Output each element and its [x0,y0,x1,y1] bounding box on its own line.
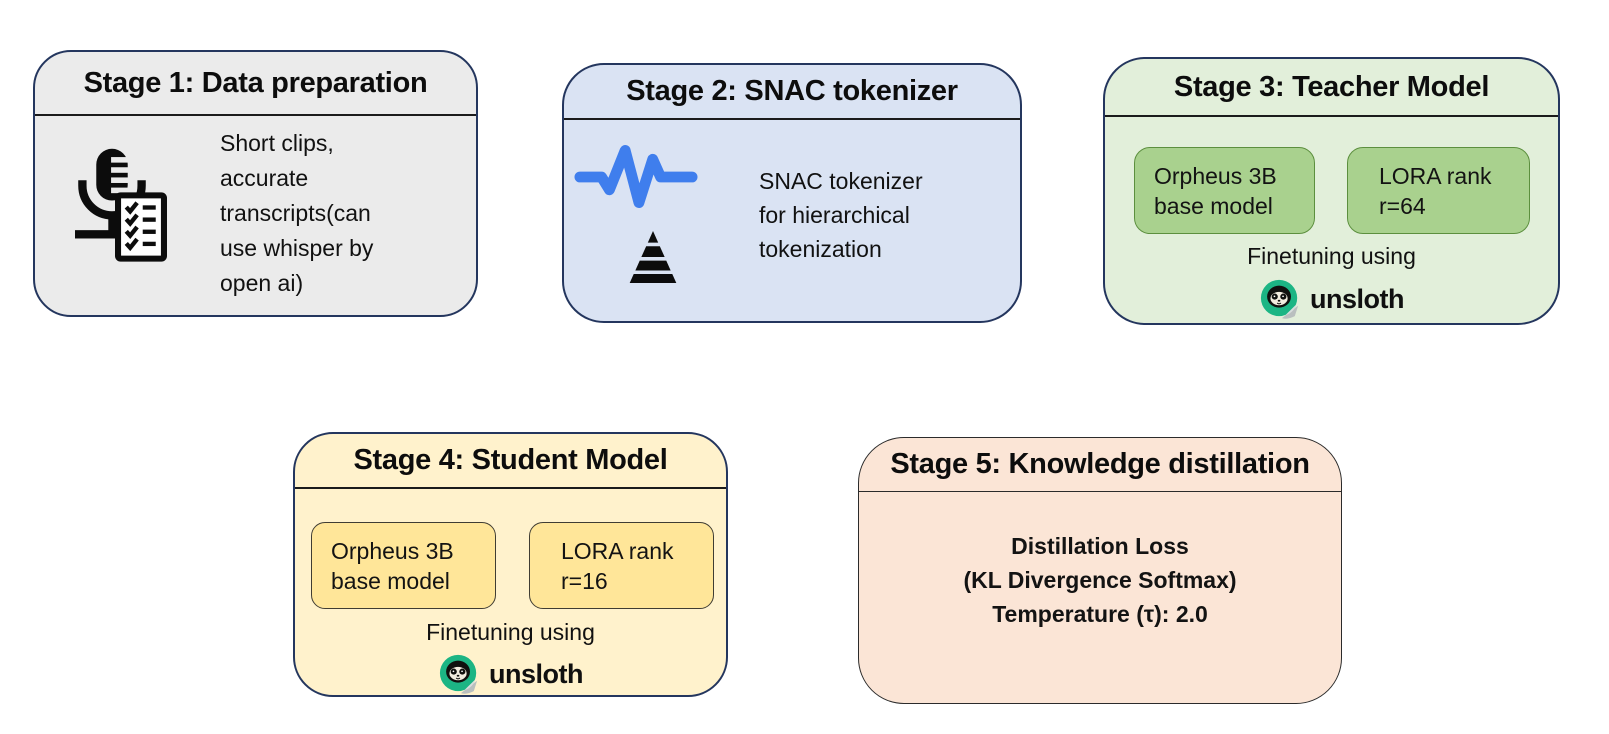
stage3-base-model-chip: Orpheus 3B base model [1134,147,1315,234]
stage1-title: Stage 1: Data preparation [83,66,428,99]
stage2-title: Stage 2: SNAC tokenizer [626,75,958,107]
chip-line: LORA rank [561,537,674,564]
stage2-description-line: SNAC tokenizer [759,168,923,194]
unsloth-wordmark: unsloth [1310,283,1404,314]
stage5-description: Distillation Loss (KL Divergence Softmax… [859,529,1341,631]
stage1-description-line: open ai) [220,270,304,296]
stage5-description-line: (KL Divergence Softmax) [963,567,1237,593]
stage1-header: Stage 1: Data preparation [35,52,476,116]
stage3-finetuning-label: Finetuning using [1247,243,1416,269]
chip-line: r=64 [1379,192,1426,219]
stage2-header: Stage 2: SNAC tokenizer [564,65,1020,120]
stage4-unsloth-brand: unsloth [295,652,726,695]
stage4-finetuning-label: Finetuning using [426,619,595,645]
stage1-data-preparation-box: Stage 1: Data preparation Short clips, a… [33,50,478,317]
waveform-icon [574,145,698,208]
stage1-description-line: use whisper by [220,235,374,261]
stage1-description-line: transcripts(can [220,200,371,226]
stage5-header: Stage 5: Knowledge distillation [859,438,1341,492]
stage4-base-model-chip: Orpheus 3B base model [311,522,496,609]
stage1-description-line: Short clips, [220,130,334,156]
chip-line: base model [1154,192,1273,219]
stage2-description-line: for hierarchical [759,202,910,228]
checklist-icon [115,192,167,262]
stage5-knowledge-distillation-box: Stage 5: Knowledge distillation Distilla… [858,437,1342,704]
stage4-header: Stage 4: Student Model [295,434,726,489]
unsloth-logo-icon [439,654,478,694]
stage4-student-model-box: Stage 4: Student Model Orpheus 3B base m… [293,432,728,697]
chip-line: LORA rank [1379,162,1492,189]
stage5-description-line: Temperature (τ): 2.0 [992,601,1208,627]
chip-line: Orpheus 3B [1154,162,1277,189]
stage3-header: Stage 3: Teacher Model [1105,59,1558,117]
stage3-lora-rank-chip: LORA rank r=64 [1347,147,1530,234]
stage1-description: Short clips, accurate transcripts(can us… [220,126,460,301]
stage5-description-line: Distillation Loss [1011,533,1189,559]
unsloth-logo-icon [1260,279,1299,319]
chip-line: r=16 [561,567,608,594]
chip-line: Orpheus 3B [331,537,454,564]
stage1-description-line: accurate [220,165,309,191]
stage2-description-line: tokenization [759,236,882,262]
stage2-snac-tokenizer-box: Stage 2: SNAC tokenizer SNAC tokenizer f… [562,63,1022,323]
stage3-teacher-model-box: Stage 3: Teacher Model Orpheus 3B base m… [1103,57,1560,325]
stage2-description: SNAC tokenizer for hierarchical tokeniza… [759,164,1009,266]
pyramid-icon [629,231,677,283]
stage4-lora-rank-chip: LORA rank r=16 [529,522,714,609]
stage5-title: Stage 5: Knowledge distillation [890,448,1310,480]
stage3-title: Stage 3: Teacher Model [1173,70,1490,103]
stage4-title: Stage 4: Student Model [353,444,668,476]
chip-line: base model [331,567,450,594]
unsloth-wordmark: unsloth [489,658,583,689]
stage3-unsloth-brand: unsloth [1105,277,1558,321]
